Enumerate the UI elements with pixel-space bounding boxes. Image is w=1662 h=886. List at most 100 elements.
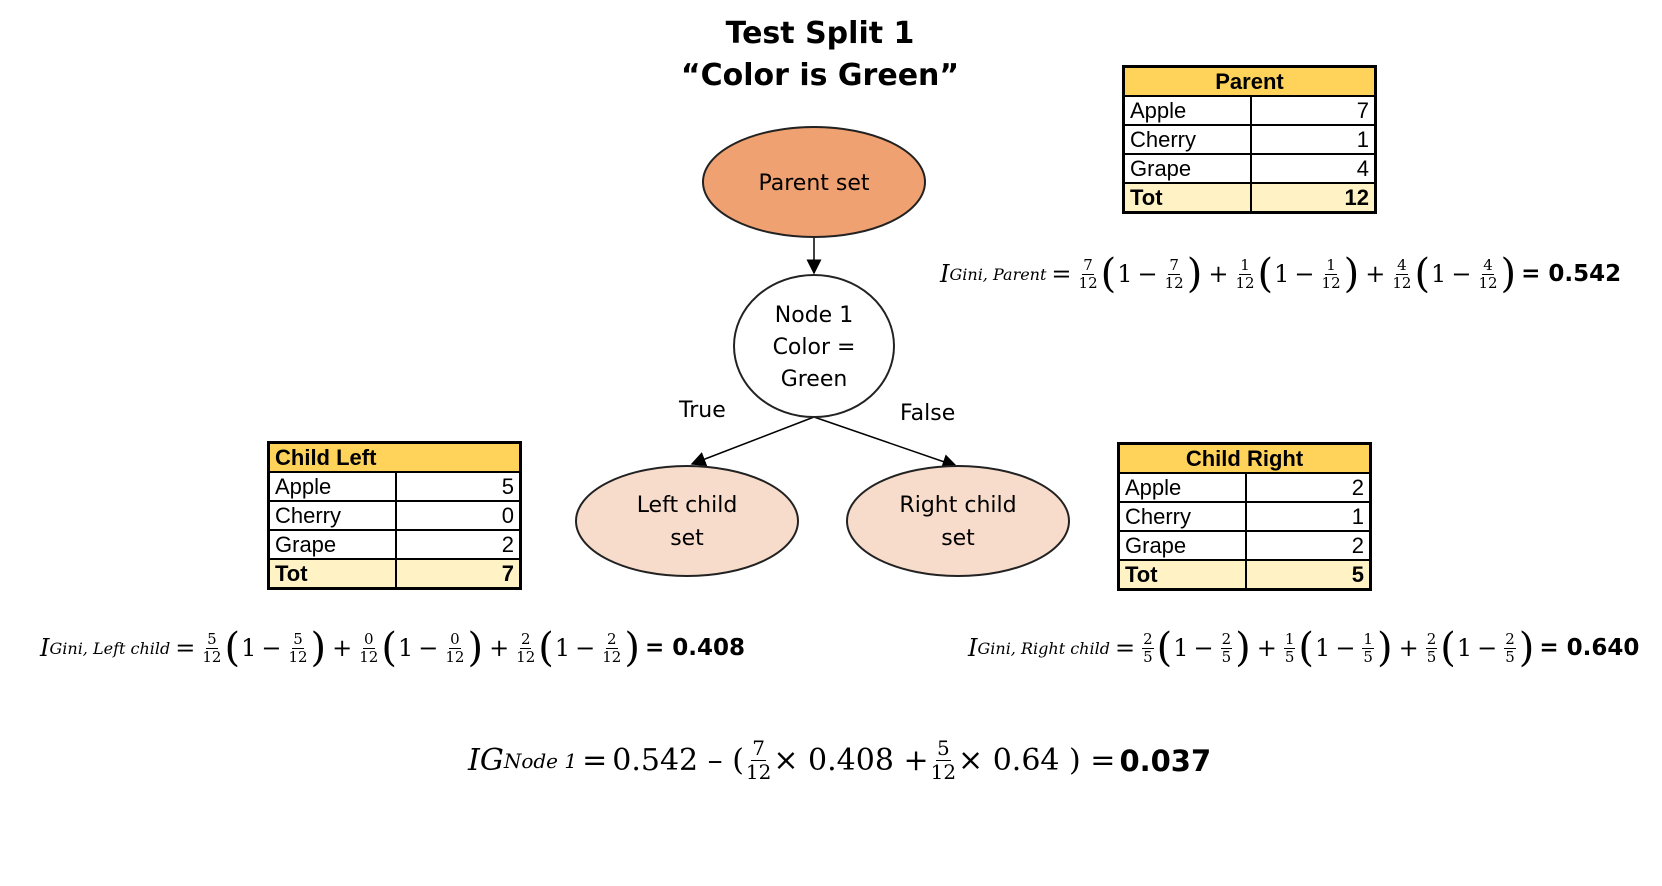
eq-subscript: Gini, Left child (49, 638, 171, 658)
table-cell-label: Tot (1122, 182, 1252, 214)
table-cell-label: Grape (1117, 530, 1247, 561)
table-cell-label: Grape (1122, 153, 1252, 184)
table-header: Child Right (1117, 442, 1372, 474)
node-1-label-line2: Color = (773, 335, 856, 360)
parent-node-label: Parent set (758, 171, 869, 196)
diagram-title: Test Split 1 (725, 16, 915, 51)
table-cell-count: 7 (1250, 95, 1377, 126)
table-cell-count: 5 (395, 471, 522, 502)
right-child-label-line2: set (941, 526, 975, 551)
table-cell-count: 2 (1245, 530, 1372, 561)
table-cell-count: 12 (1250, 182, 1377, 214)
eq-symbol: I (968, 634, 978, 662)
ig-middle-1: × 0.408 + (773, 743, 929, 778)
eq-symbol: I (40, 634, 50, 662)
ig-middle-2: × 0.64 ) = (958, 743, 1116, 778)
parent-node (702, 126, 926, 238)
right-child-node (846, 465, 1070, 577)
eq-subscript: Node 1 (503, 748, 578, 773)
table-cell-count: 7 (395, 558, 522, 590)
table-cell-label: Cherry (1122, 124, 1252, 155)
eq-subscript: Gini, Right child (977, 638, 1110, 658)
information-gain-result: 0.037 (1119, 743, 1212, 778)
eq-symbol: I (940, 260, 950, 288)
edge-node1-right (813, 416, 958, 469)
table-cell-label: Tot (267, 558, 397, 590)
table-cell-label: Apple (1122, 95, 1252, 126)
table-cell-label: Apple (267, 471, 397, 502)
edge-label-true: True (678, 398, 726, 423)
edge-node1-left (690, 416, 815, 467)
table-cell-label: Cherry (267, 500, 397, 531)
gini-left-result: = 0.408 (644, 635, 745, 661)
table-cell-count: 2 (1245, 472, 1372, 503)
diagram-subtitle: “Color is Green” (680, 58, 960, 93)
gini-parent-result: = 0.542 (1521, 261, 1622, 287)
left-child-node (575, 465, 799, 577)
node-1-label-line3: Green (781, 367, 848, 392)
table-cell-label: Cherry (1117, 501, 1247, 532)
node-1-label-line1: Node 1 (775, 303, 853, 328)
table-cell-count: 2 (395, 529, 522, 560)
table-cell-count: 5 (1245, 559, 1372, 591)
table-cell-label: Tot (1117, 559, 1247, 591)
eq-equals: = (175, 634, 196, 662)
edge-label-false: False (900, 401, 955, 426)
table-cell-count: 0 (395, 500, 522, 531)
left-child-label-line2: set (670, 526, 704, 551)
table-cell-count: 4 (1250, 153, 1377, 184)
table-cell-count: 1 (1250, 124, 1377, 155)
left-child-label-line1: Left child (637, 493, 738, 518)
table-cell-label: Grape (267, 529, 397, 560)
table-header: Child Left (267, 441, 522, 473)
table-cell-count: 1 (1245, 501, 1372, 532)
table-header: Parent (1122, 65, 1377, 97)
eq-equals: = (1051, 260, 1072, 288)
eq-equals: = (1114, 634, 1136, 662)
table-cell-label: Apple (1117, 472, 1247, 503)
eq-equals: = (582, 743, 608, 778)
right-child-label-line1: Right child (899, 493, 1016, 518)
node-1 (733, 274, 895, 418)
eq-subscript: Gini, Parent (949, 264, 1047, 284)
